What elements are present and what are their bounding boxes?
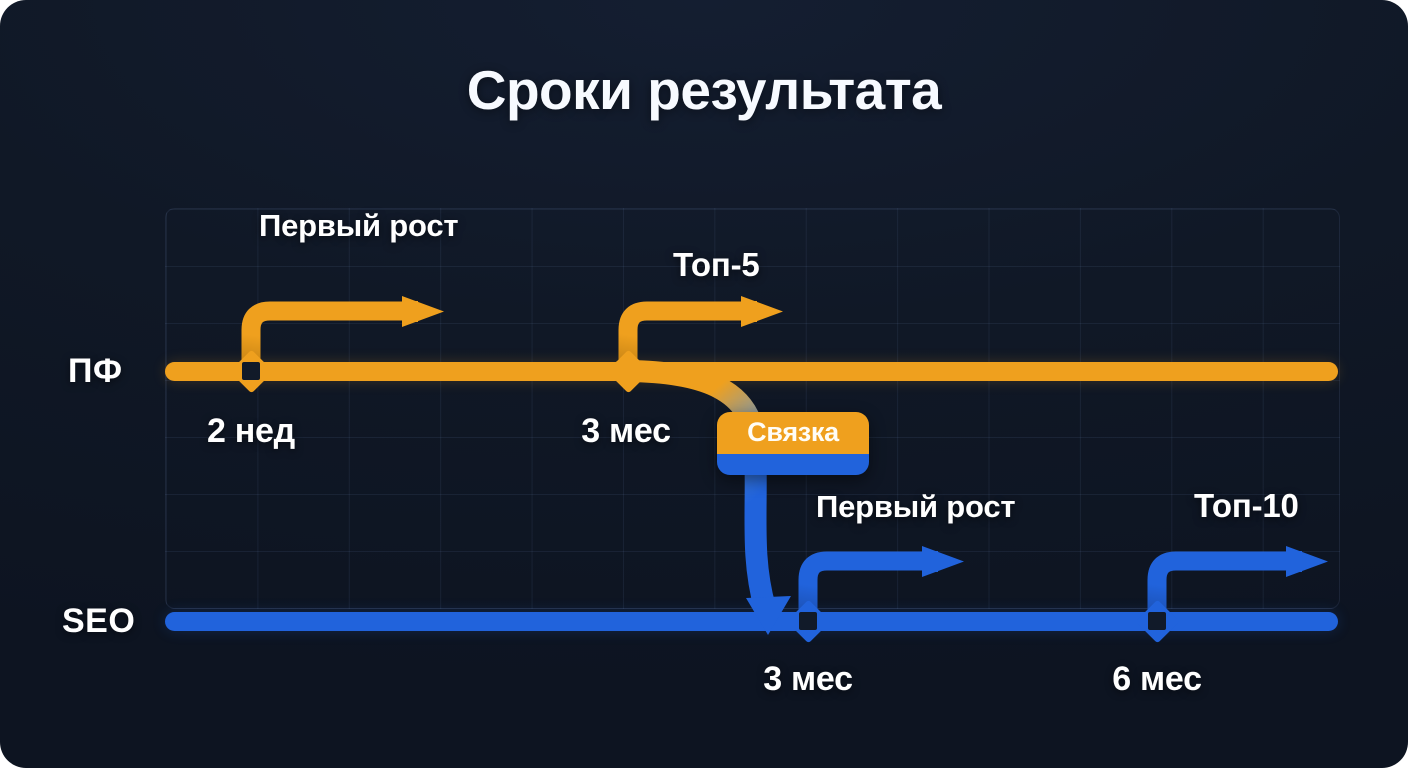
marker-center xyxy=(799,612,817,630)
milestone-marker-seo-6m xyxy=(1135,599,1179,643)
milestone-time-seo-6m: 6 мес xyxy=(1112,660,1202,698)
milestone-time-seo-3m: 3 мес xyxy=(763,660,853,698)
branch-arrow-pf-top5 xyxy=(609,296,829,378)
branch-label-pf-first-growth: Первый рост xyxy=(259,208,459,243)
branch-label-pf-top5: Топ-5 xyxy=(673,246,760,283)
marker-center xyxy=(1148,612,1166,630)
timeline-track-seo xyxy=(165,612,1338,631)
milestone-time-pf-2w: 2 нед xyxy=(207,412,295,450)
page-title: Сроки результата xyxy=(466,59,942,121)
link-badge-bottom xyxy=(717,454,869,475)
timeline-track-pf xyxy=(165,362,1338,381)
link-badge: Связка xyxy=(717,412,869,475)
branch-label-seo-first-growth: Первый рост xyxy=(816,489,1016,524)
link-badge-top: Связка xyxy=(717,412,869,454)
branch-label-seo-top10: Топ-10 xyxy=(1194,487,1299,524)
milestone-time-pf-3m: 3 мес xyxy=(581,412,671,450)
branch-arrow-seo-top10 xyxy=(1138,546,1358,628)
track-label-seo: SEO xyxy=(62,602,136,640)
link-badge-label: Связка xyxy=(747,417,839,447)
branch-arrow-pf-first-growth xyxy=(232,296,452,378)
branch-arrow-seo-first-growth xyxy=(789,546,1009,628)
marker-center xyxy=(242,362,260,380)
track-label-pf: ПФ xyxy=(68,352,123,390)
milestone-marker-seo-3m xyxy=(786,599,830,643)
milestone-marker-pf-2w xyxy=(229,349,273,393)
